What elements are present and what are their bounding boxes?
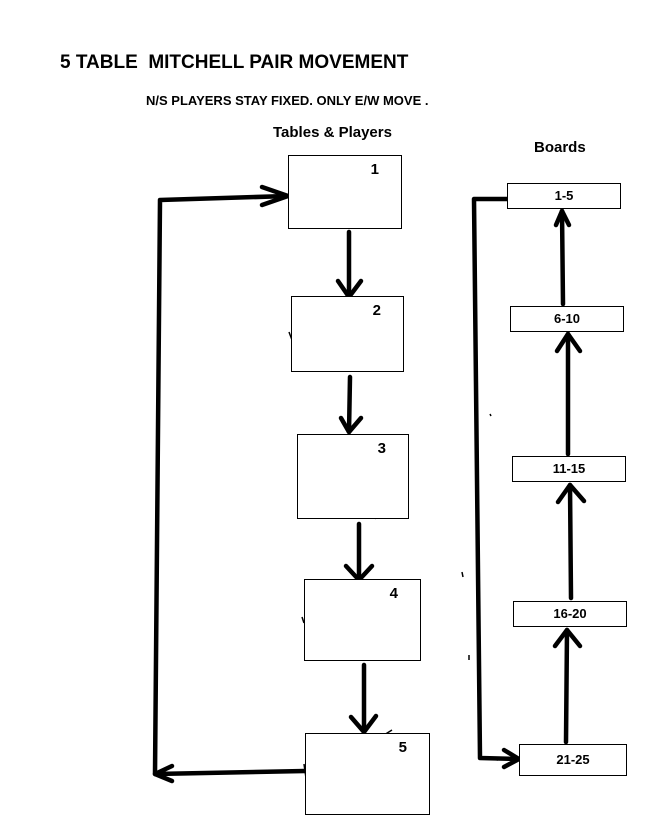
board-set-1-5: 1-5 (507, 183, 621, 209)
diagram-title: 5 TABLE MITCHELL PAIR MOVEMENT (60, 52, 409, 73)
table-3-number: 3 (377, 440, 386, 457)
table-4-number: 4 (389, 585, 398, 602)
tables-heading: Tables & Players (273, 124, 392, 141)
table-2-box: 2 (291, 296, 404, 372)
arrow-table-5-to-1-loop (152, 184, 308, 784)
table-1-box: 1 (288, 155, 402, 229)
table-5-number: 5 (398, 739, 407, 756)
board-set-21-25: 21-25 (519, 744, 627, 776)
table-3-box: 3 (297, 434, 409, 519)
arrow-board-2-to-1 (553, 208, 572, 307)
table-1-number: 1 (370, 161, 379, 178)
arrow-table-1-to-2 (335, 229, 364, 300)
table-2-number: 2 (372, 302, 381, 319)
table-4-box: 4 (304, 579, 421, 661)
table-5-box: 5 (305, 733, 430, 815)
arrow-board-1-to-5-loop (471, 196, 522, 770)
arrow-table-2-to-3 (338, 374, 364, 435)
arrow-board-4-to-3 (555, 482, 587, 601)
boards-heading: Boards (534, 139, 586, 156)
arrow-board-3-to-2 (554, 331, 583, 457)
arrow-table-3-to-4 (343, 521, 375, 583)
arrow-table-4-to-5 (348, 662, 379, 735)
arrow-board-5-to-4 (552, 627, 583, 745)
board-set-6-10: 6-10 (510, 306, 624, 332)
diagram-subtitle: N/S PLAYERS STAY FIXED. ONLY E/W MOVE . (146, 93, 429, 108)
board-set-11-15: 11-15 (512, 456, 626, 482)
stray-marks (288, 331, 499, 779)
board-set-16-20: 16-20 (513, 601, 627, 627)
